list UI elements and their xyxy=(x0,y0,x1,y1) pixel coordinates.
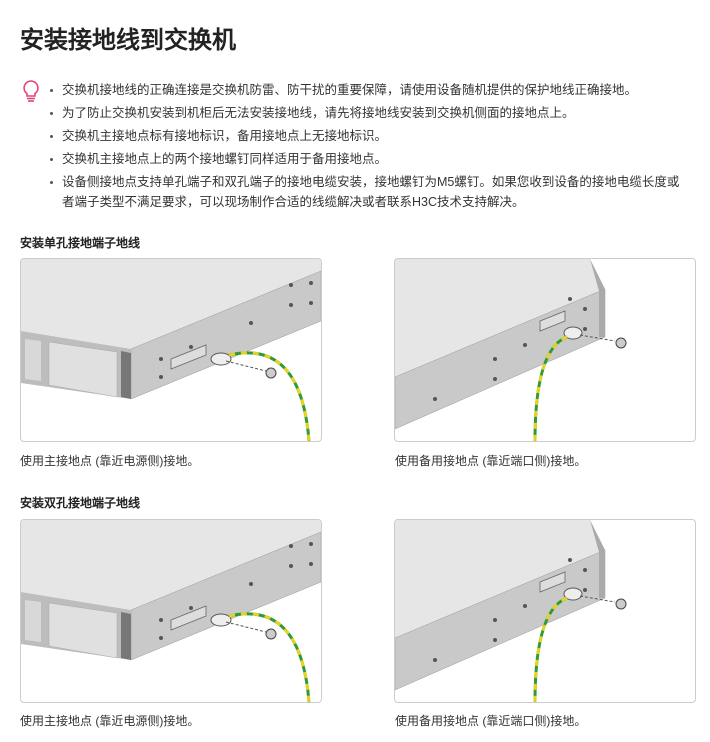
single-hole-backup-image xyxy=(394,258,696,442)
double-hole-backup-image xyxy=(394,519,696,703)
image-caption: 使用主接地点 (靠近电源侧)接地。 xyxy=(20,714,200,728)
note-item: 交换机主接地点上的两个接地螺钉同样适用于备用接地点。 xyxy=(48,149,688,169)
section-heading: 安装双孔接地端子地线 xyxy=(20,496,141,510)
image-caption: 使用备用接地点 (靠近端口侧)接地。 xyxy=(395,454,587,468)
single-hole-primary-image xyxy=(20,258,322,442)
section-heading: 安装单孔接地端子地线 xyxy=(20,236,141,250)
note-item: 设备侧接地点支持单孔端子和双孔端子的接地电缆安装，接地螺钉为M5螺钉。如果您收到… xyxy=(48,172,688,212)
lightbulb-icon xyxy=(23,80,39,102)
notes-list: 交换机接地线的正确连接是交换机防雷、防干扰的重要保障，请使用设备随机提供的保护地… xyxy=(48,80,688,215)
note-item: 交换机接地线的正确连接是交换机防雷、防干扰的重要保障，请使用设备随机提供的保护地… xyxy=(48,80,688,100)
image-caption: 使用备用接地点 (靠近端口侧)接地。 xyxy=(395,714,587,728)
note-item: 为了防止交换机安装到机柜后无法安装接地线，请先将接地线安装到交换机侧面的接地点上… xyxy=(48,103,688,123)
image-caption: 使用主接地点 (靠近电源侧)接地。 xyxy=(20,454,200,468)
page-title: 安装接地线到交换机 xyxy=(20,27,236,54)
note-item: 交换机主接地点标有接地标识，备用接地点上无接地标识。 xyxy=(48,126,688,146)
double-hole-primary-image xyxy=(20,519,322,703)
